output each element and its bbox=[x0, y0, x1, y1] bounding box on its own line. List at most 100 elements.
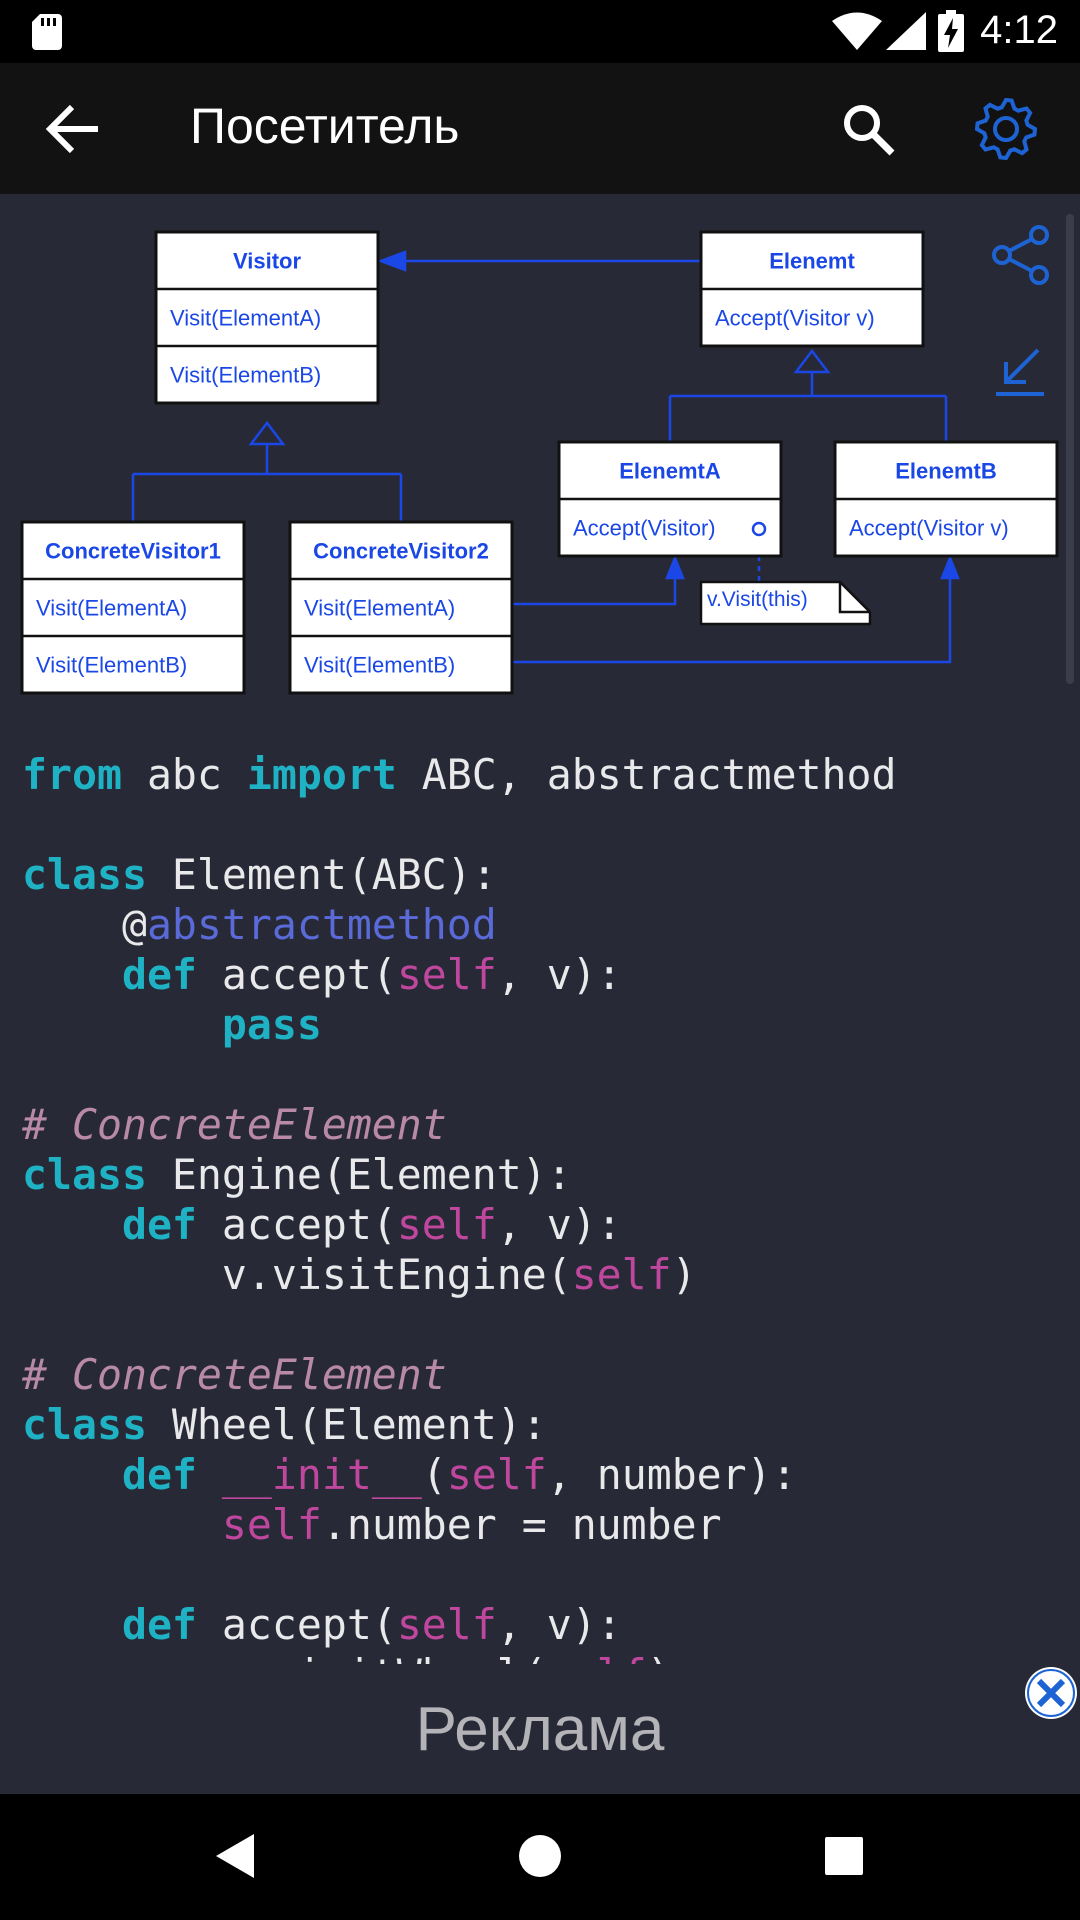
code-token: @ bbox=[22, 900, 147, 949]
uml-method: Visit(ElementB) bbox=[304, 653, 455, 678]
code-token: import bbox=[246, 750, 397, 799]
navigation-bar bbox=[0, 1794, 1080, 1920]
uml-class-cv2: ConcreteVisitor2Visit(ElementA)Visit(Ele… bbox=[288, 520, 514, 695]
uml-note: v.Visit(this) bbox=[699, 580, 872, 626]
gear-icon[interactable] bbox=[970, 93, 1042, 165]
uml-edge bbox=[512, 568, 677, 606]
code-line: @abstractmethod bbox=[22, 900, 497, 949]
code-token: self bbox=[221, 1500, 322, 1549]
uml-class-title: Elenemt bbox=[769, 249, 855, 274]
uml-edge bbox=[131, 444, 403, 522]
code-token bbox=[22, 950, 122, 999]
back-arrow-icon[interactable] bbox=[44, 101, 104, 157]
uml-class-element_b: ElenemtB Accept(Visitor v) bbox=[833, 440, 1059, 558]
status-bar: 4:12 bbox=[0, 0, 1080, 63]
code-token: accept( bbox=[196, 1600, 397, 1649]
uml-class-element_a: ElenemtA Accept(Visitor) bbox=[557, 440, 783, 558]
code-token: class bbox=[22, 1150, 147, 1199]
nav-home-icon[interactable] bbox=[518, 1832, 562, 1880]
code-token: accept( bbox=[196, 1200, 397, 1249]
code-token: class bbox=[22, 850, 147, 899]
code-line: # ConcreteElement bbox=[22, 1100, 447, 1149]
code-token: # ConcreteElement bbox=[22, 1100, 447, 1149]
code-line: pass bbox=[22, 1000, 322, 1049]
code-line: def accept(self, v): bbox=[22, 1600, 622, 1649]
uml-class-title: ElenemtB bbox=[895, 459, 996, 484]
nav-recents-icon[interactable] bbox=[824, 1832, 864, 1880]
nav-back-icon[interactable] bbox=[214, 1832, 256, 1880]
share-icon[interactable] bbox=[990, 224, 1052, 286]
code-line: class Engine(Element): bbox=[22, 1150, 572, 1199]
code-token bbox=[22, 1500, 222, 1549]
code-token: def bbox=[121, 950, 197, 999]
uml-class-title: ConcreteVisitor1 bbox=[45, 539, 221, 564]
code-line: from abc import ABC, abstractmethod bbox=[22, 750, 897, 799]
code-token: , v): bbox=[496, 1200, 622, 1249]
cell-signal-icon bbox=[886, 12, 926, 50]
ad-label: Реклама bbox=[415, 1695, 665, 1764]
uml-edge bbox=[512, 568, 952, 664]
note-anchor bbox=[751, 521, 767, 537]
battery-charging-icon bbox=[938, 10, 964, 52]
code-line: class Wheel(Element): bbox=[22, 1400, 547, 1449]
ad-banner[interactable]: Реклама bbox=[0, 1664, 1080, 1794]
code-line: # ConcreteElement bbox=[22, 1350, 447, 1399]
code-token: Engine(Element): bbox=[146, 1150, 572, 1199]
code-token: self bbox=[396, 1600, 497, 1649]
uml-edge bbox=[248, 420, 286, 446]
code-token: from bbox=[22, 750, 122, 799]
uml-method: Visit(ElementA) bbox=[304, 596, 455, 621]
code-token bbox=[22, 1450, 122, 1499]
uml-class-title: Visitor bbox=[233, 249, 302, 274]
uml-note-text: v.Visit(this) bbox=[707, 588, 808, 611]
code-token: self bbox=[571, 1250, 672, 1299]
code-token: def bbox=[121, 1450, 197, 1499]
uml-method: Accept(Visitor) bbox=[573, 516, 716, 541]
code-token bbox=[22, 1200, 122, 1249]
code-token: self bbox=[547, 1650, 647, 1664]
app-bar: Посетитель bbox=[0, 63, 1080, 194]
search-icon[interactable] bbox=[840, 101, 896, 157]
code-token: ( bbox=[421, 1450, 447, 1499]
uml-class-title: ElenemtA bbox=[619, 459, 721, 484]
code-token: abc bbox=[121, 750, 247, 799]
code-token: self bbox=[396, 950, 497, 999]
scrollbar[interactable] bbox=[1066, 214, 1074, 684]
uml-method: Visit(ElementA) bbox=[170, 306, 321, 331]
uml-class-cv1: ConcreteVisitor1Visit(ElementA)Visit(Ele… bbox=[20, 520, 246, 695]
code-line: def accept(self, v): bbox=[22, 950, 622, 999]
code-line: v.visitEngine(self) bbox=[22, 1250, 697, 1299]
close-icon[interactable] bbox=[1024, 1666, 1078, 1720]
code-token: ) bbox=[647, 1650, 672, 1664]
code-token: , v): bbox=[496, 1600, 622, 1649]
code-token: __init__ bbox=[221, 1450, 422, 1499]
uml-method: Accept(Visitor v) bbox=[849, 516, 1009, 541]
code-token: Element(ABC): bbox=[146, 850, 497, 899]
code-token: ABC, abstractmethod bbox=[396, 750, 897, 799]
code-token: Wheel(Element): bbox=[146, 1400, 547, 1449]
code-token: def bbox=[121, 1600, 197, 1649]
wifi-icon bbox=[832, 12, 882, 50]
code-token: v.visitWheel( bbox=[22, 1650, 547, 1664]
collapse-icon[interactable] bbox=[994, 346, 1046, 398]
code-block: from abc import ABC, abstractmethod clas… bbox=[22, 750, 897, 1664]
code-line: def accept(self, v): bbox=[22, 1200, 622, 1249]
code-token: abstractmethod bbox=[146, 900, 497, 949]
code-token bbox=[22, 1600, 122, 1649]
code-token: , v): bbox=[496, 950, 622, 999]
uml-method: Visit(ElementA) bbox=[36, 596, 187, 621]
code-token: accept( bbox=[196, 950, 397, 999]
status-time: 4:12 bbox=[980, 8, 1058, 52]
code-token: , number): bbox=[546, 1450, 797, 1499]
code-token: self bbox=[396, 1200, 497, 1249]
code-line: class Element(ABC): bbox=[22, 850, 497, 899]
code-token bbox=[22, 1000, 222, 1049]
code-token bbox=[197, 1450, 222, 1499]
code-token: self bbox=[446, 1450, 547, 1499]
sd-card-icon bbox=[32, 14, 62, 50]
code-token: .number = number bbox=[321, 1500, 722, 1549]
